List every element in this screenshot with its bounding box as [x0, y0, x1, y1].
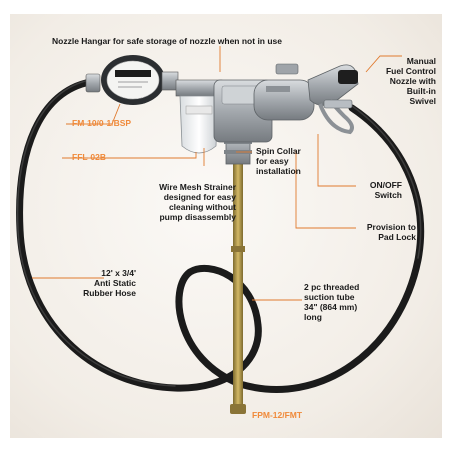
code-filter: FFL-02B: [72, 152, 106, 162]
label-suction-tube: 2 pc threaded suction tube 34" (864 mm) …: [304, 282, 360, 322]
label-spin-collar: Spin Collar for easy installation: [256, 146, 301, 176]
label-rubber-hose: 12' x 3/4' Anti Static Rubber Hose: [83, 268, 136, 298]
code-flow-meter: FM-10/0-1/BSP: [72, 118, 132, 128]
label-on-off-switch: ON/OFF Switch: [369, 180, 402, 200]
label-nozzle-hangar: Nozzle Hangar for safe storage of nozzle…: [52, 36, 283, 46]
label-pad-lock: Provision to Pad Lock: [366, 222, 416, 242]
leader-lines: [32, 46, 402, 301]
fuel-nozzle: [307, 64, 359, 135]
label-wire-mesh-strainer: Wire Mesh Strainer designed for easy cle…: [159, 182, 236, 222]
flow-meter: [85, 55, 179, 105]
label-fuel-control-nozzle: Manual Fuel Control Nozzle with Built-in…: [385, 56, 436, 106]
rubber-hose: [16, 78, 425, 393]
hose-highlight: [16, 79, 422, 387]
pump-body: [213, 63, 315, 143]
fuel-filter: [175, 79, 223, 154]
suction-tube: [230, 158, 246, 414]
code-pump: FPM-12/FMT: [252, 410, 303, 420]
